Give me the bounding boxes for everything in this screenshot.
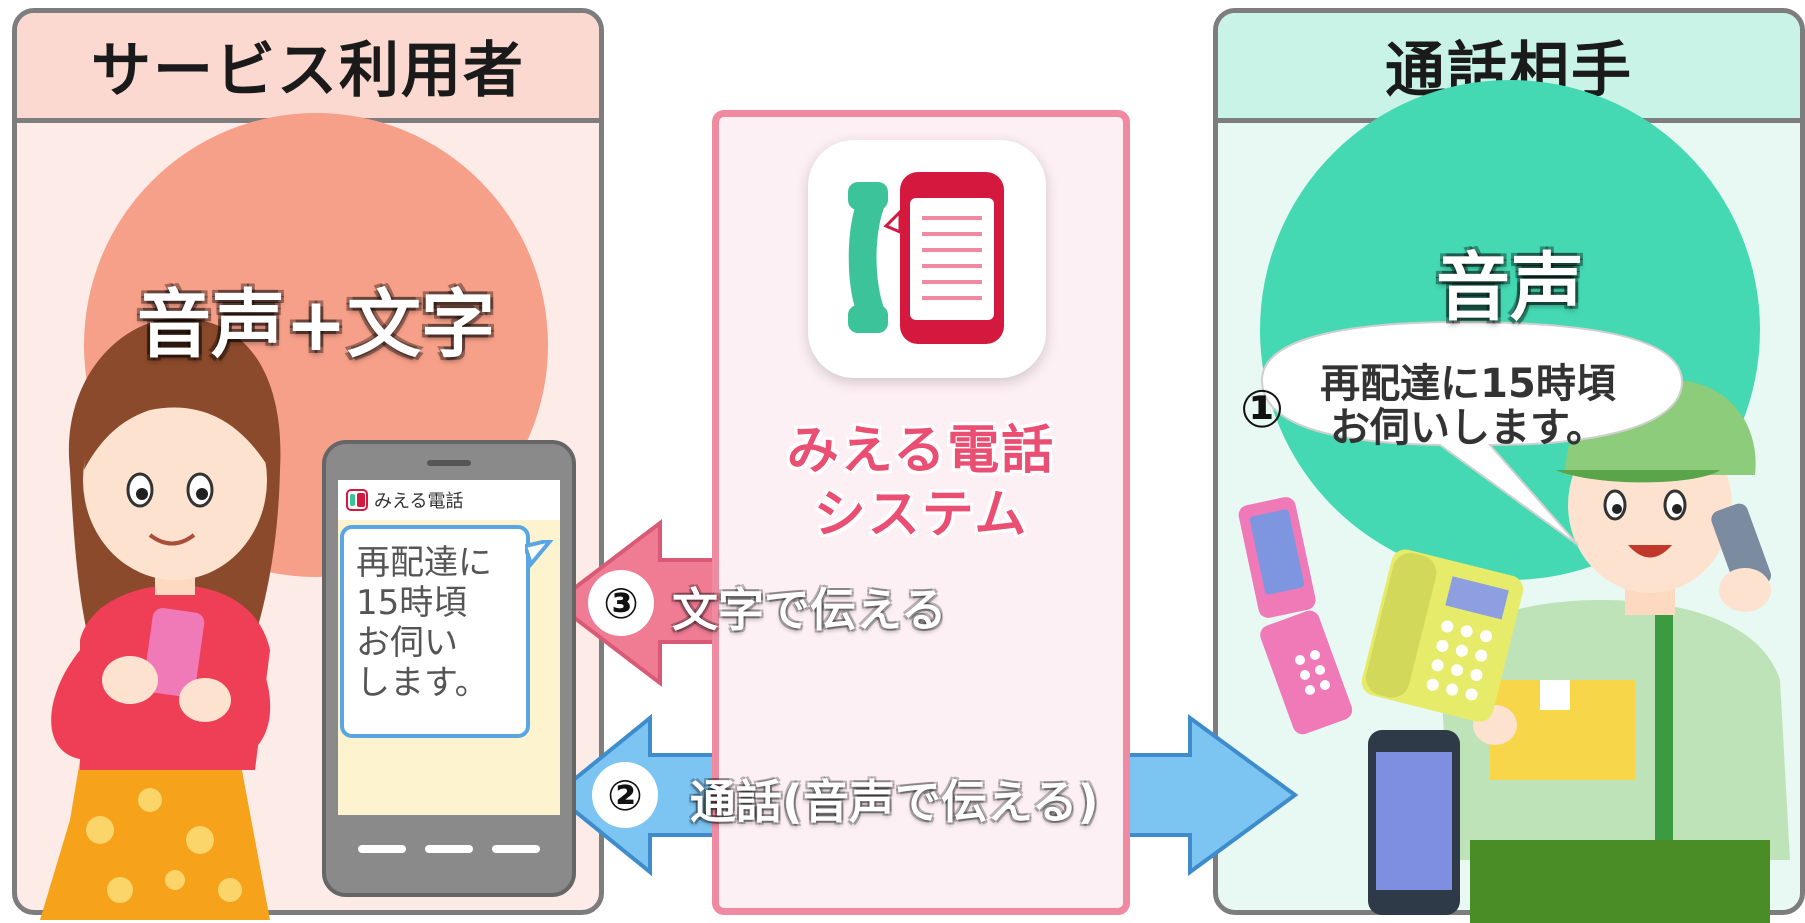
phone-nav-key: [358, 845, 406, 853]
flip-phone-illustration: [1238, 497, 1353, 735]
phone-speaker: [427, 460, 471, 466]
smartphone-illustration: [1368, 730, 1460, 915]
message-line: 再配達に: [356, 543, 492, 583]
desk-phone-illustration: [1361, 549, 1524, 722]
step-number-3: ③: [588, 570, 654, 636]
phone-nav-key: [425, 845, 473, 853]
step-number-1: ①: [1240, 380, 1285, 440]
phone-chat-icon: [848, 172, 1004, 344]
phone-nav-key: [492, 845, 540, 853]
message-line: 15時頃: [356, 583, 468, 623]
step-number-2: ②: [592, 762, 658, 828]
caption-message-bubble: 再配達に 15時頃 お伺い します。: [340, 525, 530, 738]
system-name-line1: みえる電話: [786, 421, 1056, 481]
system-name-line2: システム: [813, 485, 1029, 545]
speech-text: 再配達に15時頃 お伺いします。: [1288, 362, 1648, 450]
text-arrow-label: 文字で伝える: [672, 583, 947, 637]
speech-line: お伺いします。: [1330, 405, 1606, 451]
message-line: お伺い: [356, 623, 458, 663]
voice-arrow-label: 通話(音声で伝える): [690, 775, 1099, 829]
phone-app-label: みえる電話: [374, 491, 464, 512]
bubble-tail: [525, 540, 554, 569]
phone-app-header: みえる電話: [338, 480, 560, 520]
app-icon: [808, 140, 1046, 378]
service-user-title: サービス利用者: [17, 13, 599, 123]
woman-illustration: [40, 317, 281, 920]
speech-line: 再配達に15時頃: [1320, 361, 1616, 407]
app-mini-icon: [346, 489, 368, 511]
voice-text-label: 音声+文字: [136, 282, 495, 368]
message-line: します。: [356, 663, 489, 703]
speech-bubble: [1260, 320, 1684, 546]
voice-label: 音声: [1436, 245, 1584, 331]
